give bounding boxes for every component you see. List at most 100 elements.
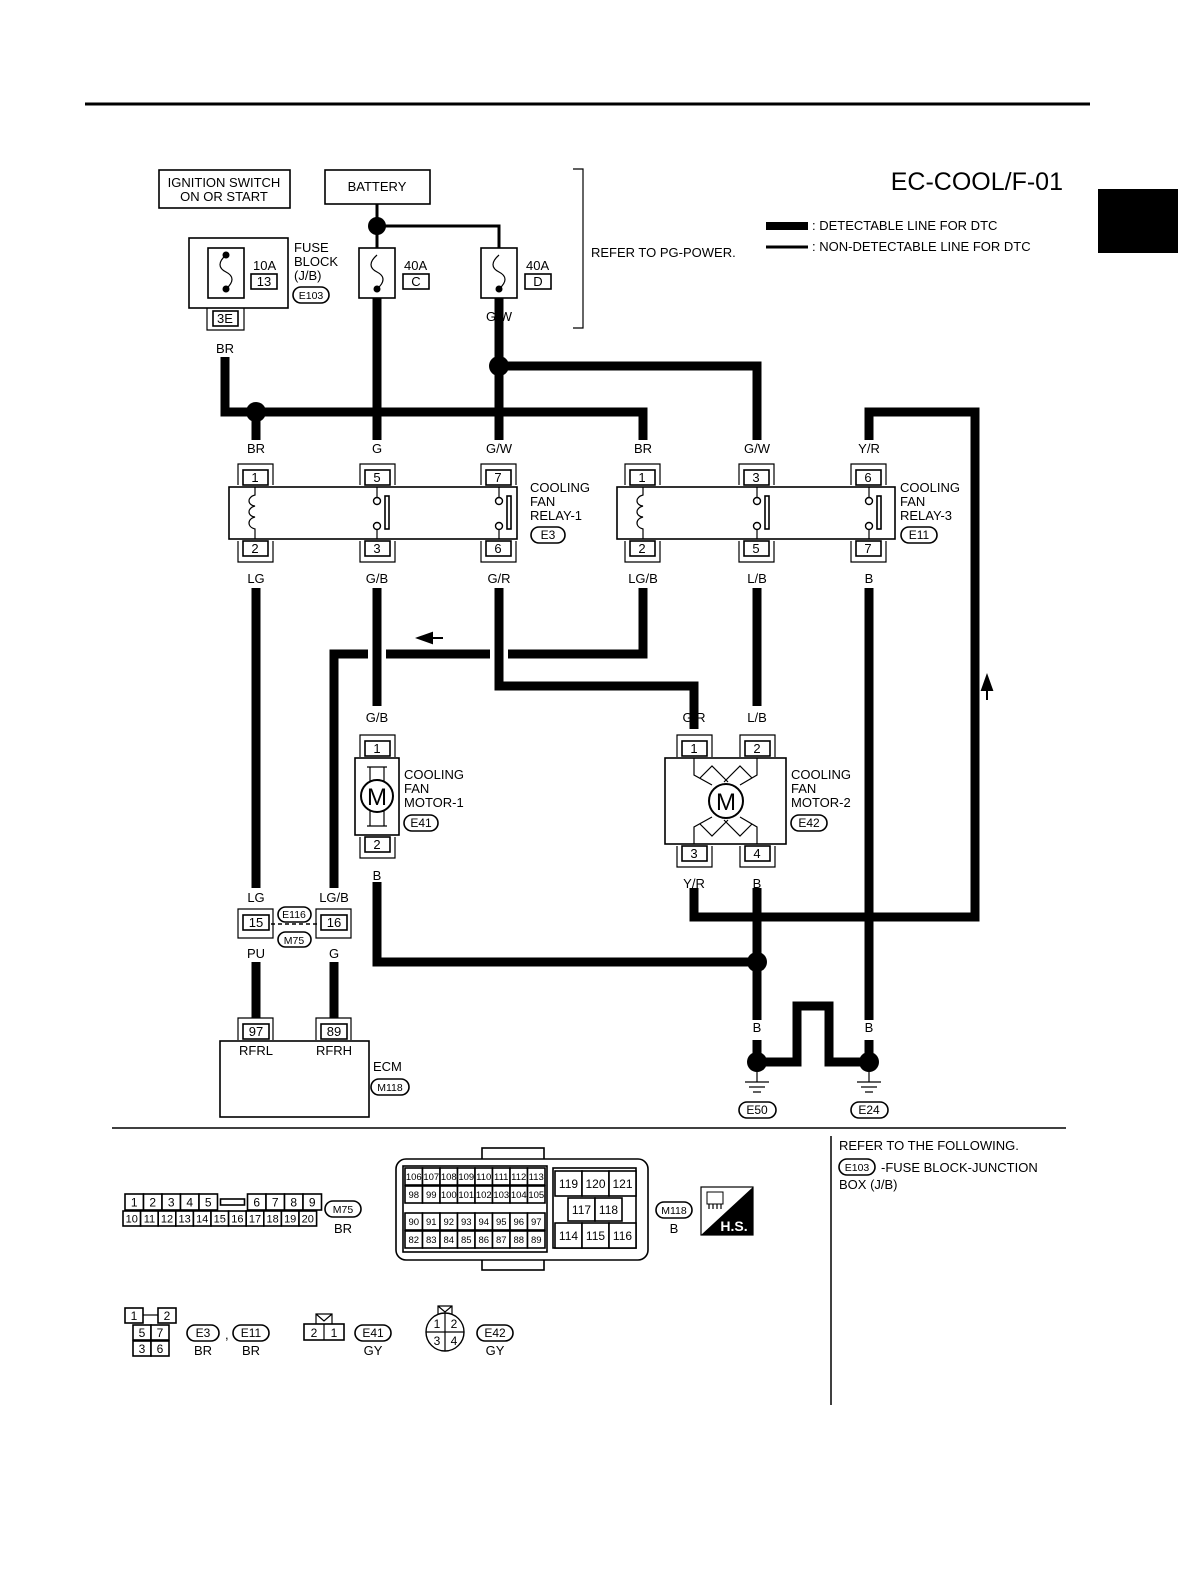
relay-face-id2: E11 — [241, 1326, 262, 1340]
ecm: 97 89 RFRL RFRH ECM M118 — [219, 1017, 410, 1118]
wire-gb-motor1: G/B — [366, 710, 388, 725]
relay1-label1: COOLING — [530, 480, 590, 495]
ground-e50-label: E50 — [746, 1103, 768, 1117]
m75-pin: 2 — [149, 1195, 156, 1209]
cooling-fan-motor-1: 1 M 2 COOLING FAN MOTOR-1 E41 — [354, 734, 464, 859]
m118-pin: 97 — [531, 1217, 542, 1228]
m75-pin: 19 — [284, 1213, 296, 1225]
ecm-pin-97: 97 — [249, 1024, 263, 1039]
ecm-pin-89: 89 — [327, 1024, 341, 1039]
wire-lgb-relay3: LG/B — [628, 571, 658, 586]
hs-connector-icon — [706, 1191, 724, 1205]
wire-gr-relay1: G/R — [487, 571, 510, 586]
e41-face-pin-2: 2 — [311, 1326, 318, 1340]
relay3-pin-3: 3 — [752, 470, 759, 485]
flow-arrow-up — [980, 673, 994, 700]
m118-pin: 121 — [612, 1177, 632, 1191]
wire-pu-joint: PU — [247, 946, 265, 961]
joint-pin-16: 16 — [327, 915, 341, 930]
motor2-pin-3: 3 — [690, 846, 697, 861]
m118-pin: 108 — [441, 1172, 457, 1183]
motor1-icon — [360, 779, 394, 813]
motor2-pin-1: 1 — [690, 741, 697, 756]
m75-pin: 1 — [131, 1195, 138, 1209]
wire-b-motor2: B — [753, 876, 762, 891]
m75-pin: 9 — [309, 1195, 316, 1209]
relay3-label1: COOLING — [900, 480, 960, 495]
m118-pin: 91 — [426, 1217, 437, 1228]
m118-pin: 86 — [478, 1235, 489, 1246]
motor2-conn: E42 — [798, 816, 820, 830]
relay-face-pin-3: 3 — [139, 1342, 146, 1356]
fuse-c-amp: 40A — [404, 258, 427, 273]
motor1-label1: COOLING — [404, 767, 464, 782]
wire-lb-relay3: L/B — [747, 571, 767, 586]
refer-pg-power: REFER TO PG-POWER. — [591, 245, 736, 260]
fuse-13-amp: 10A — [253, 258, 276, 273]
refer-following-text1: -FUSE BLOCK-JUNCTION — [881, 1160, 1038, 1175]
wire-g-relay1: G — [372, 441, 382, 456]
relay-face-pin-1: 1 — [131, 1309, 138, 1323]
relay-face-sep: , — [225, 1327, 229, 1342]
relay1-label2: FAN — [530, 494, 555, 509]
legend-detectable: : DETECTABLE LINE FOR DTC — [812, 218, 997, 233]
e42-face-pin-3: 3 — [434, 1334, 441, 1348]
relay-face-pin-7: 7 — [157, 1326, 164, 1340]
relay-face-pin-2: 2 — [164, 1309, 171, 1323]
ground-e24-label: E24 — [858, 1103, 880, 1117]
m118-pin: 107 — [423, 1172, 439, 1183]
fuse-block-name3: (J/B) — [294, 268, 321, 283]
m118-pin: 90 — [408, 1217, 419, 1228]
e42-face-pin-2: 2 — [451, 1317, 458, 1331]
m118-pin: 94 — [478, 1217, 489, 1228]
m118-pin: 112 — [511, 1172, 526, 1183]
connector-m118-id: M118 — [661, 1205, 687, 1217]
m118-pin: 98 — [408, 1190, 419, 1201]
fuse-block-terminal: 3E — [217, 311, 233, 326]
m118-pin: 87 — [496, 1235, 507, 1246]
e42-face-pin-1: 1 — [434, 1317, 441, 1331]
relay1-conn: E3 — [541, 528, 556, 542]
relay1-pin-5: 5 — [373, 470, 380, 485]
m118-pin: 120 — [585, 1177, 605, 1191]
m118-pin: 118 — [599, 1203, 618, 1217]
fuse-d-amp: 40A — [526, 258, 549, 273]
hs-label: H.S. — [720, 1218, 747, 1234]
m75-pin: 4 — [186, 1195, 193, 1209]
wire-gw-relay1: G/W — [486, 441, 513, 456]
m118-pin: 117 — [572, 1203, 591, 1217]
m118-pin: 96 — [513, 1217, 524, 1228]
m75-pin: 12 — [161, 1213, 173, 1225]
m118-pin: 93 — [461, 1217, 472, 1228]
fuse-13-icon — [219, 254, 233, 290]
flow-arrow-left — [415, 631, 443, 645]
legend-non-detectable: : NON-DETECTABLE LINE FOR DTC — [812, 239, 1031, 254]
wire-lg-relay1: LG — [247, 571, 264, 586]
m118-pin: 106 — [406, 1172, 422, 1183]
relay-face-color1: BR — [194, 1343, 212, 1358]
fuse-c-icon — [370, 254, 384, 290]
splice-gw — [489, 356, 509, 376]
fuse-d-id: D — [533, 274, 542, 289]
relay-face-pin-5: 5 — [139, 1326, 146, 1340]
m118-pin: 119 — [559, 1177, 578, 1191]
ignition-line2: ON OR START — [180, 189, 268, 204]
battery-feed — [375, 204, 501, 248]
e41-face-id: E41 — [362, 1326, 384, 1340]
fuse-block-name1: FUSE — [294, 240, 329, 255]
battery-box — [324, 169, 431, 205]
motor2-label3: MOTOR-2 — [791, 795, 851, 810]
splice-ground — [747, 952, 767, 972]
wire-b-jumper1: B — [793, 1020, 802, 1035]
motor1-pin-2: 2 — [373, 837, 380, 852]
relay1-pin-6: 6 — [494, 541, 501, 556]
e42-face-pin-4: 4 — [451, 1334, 458, 1348]
m118-pin: 109 — [458, 1172, 474, 1183]
wire-yr-relay3: Y/R — [858, 441, 880, 456]
m75-pin: 6 — [253, 1195, 260, 1209]
relay3-coil-icon — [636, 487, 644, 539]
joint-connector: 15 16 E116 M75 — [237, 906, 352, 948]
m75-pin: 16 — [231, 1213, 243, 1225]
